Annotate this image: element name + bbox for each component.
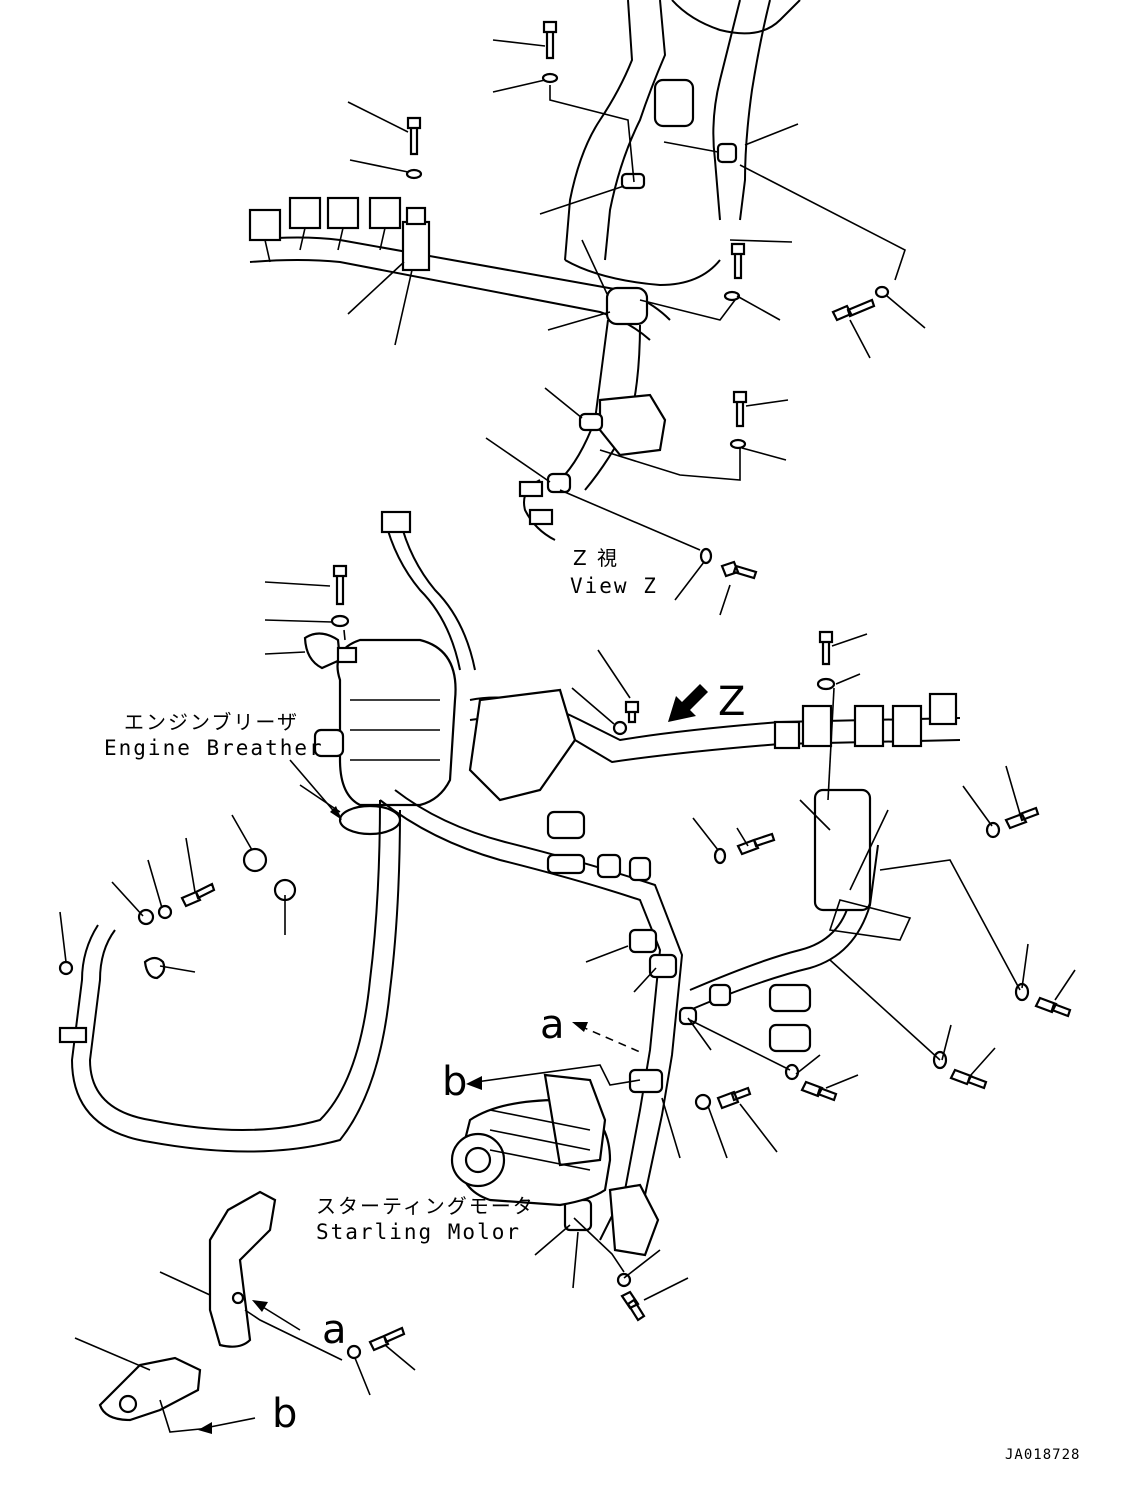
ref-b-label-2: b (272, 1391, 298, 1437)
engine-breather-en-label: Engine Breather (104, 736, 324, 760)
bracket-assembly (74, 1190, 416, 1433)
view-z-assembly (248, 0, 926, 616)
engine-harness-assembly (58, 510, 1076, 1251)
drawing-code: JA018728 (1005, 1447, 1081, 1463)
engine-breather-jp-label: エンジンブリーザ (124, 710, 299, 734)
view-z-jp-label: Z 視 (573, 546, 620, 570)
ref-b-label-1: b (442, 1059, 468, 1105)
arrows (198, 684, 708, 1434)
view-z-en-label: View Z (570, 574, 658, 598)
ref-a-label-1: a (540, 1002, 565, 1048)
z-arrow-label: Z (718, 679, 746, 725)
starting-motor-assembly (450, 1073, 778, 1322)
starting-motor-jp-label: スターティングモータ (316, 1194, 535, 1218)
starting-motor-en-label: Starling Molor (316, 1220, 522, 1244)
ref-a-label-2: a (322, 1307, 347, 1353)
